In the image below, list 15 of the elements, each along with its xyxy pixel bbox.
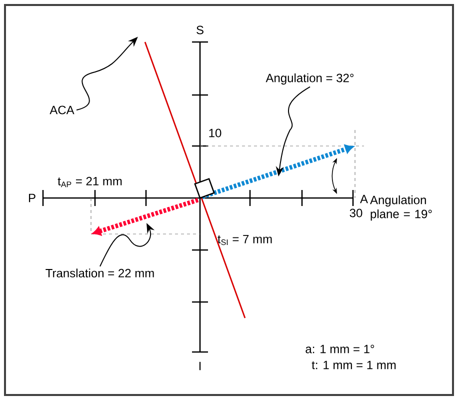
measurement-label: Angulation plane = 19° xyxy=(370,195,432,221)
axis-label: P xyxy=(29,194,36,202)
vector-arrow xyxy=(92,198,199,236)
callout-text: ACA xyxy=(50,106,74,114)
callout-text: Translation = 22 mm xyxy=(46,268,154,278)
measurement-label: t$_{SI}$ = 7 mm xyxy=(218,234,272,246)
tick-label: 10 xyxy=(209,128,222,138)
measurement-label: t$_{AP}$ = 21 mm xyxy=(58,176,122,188)
axis-label: A xyxy=(360,194,368,204)
callout-text: Angulation = 32° xyxy=(266,73,354,85)
axis-label: I xyxy=(199,362,201,370)
scale-note: a: 1 mm = 1° xyxy=(306,344,374,354)
scale-note: t: 1 mm = 1 mm xyxy=(312,360,396,370)
tick-label: 30 xyxy=(350,208,362,218)
vector-arrow xyxy=(201,144,354,200)
